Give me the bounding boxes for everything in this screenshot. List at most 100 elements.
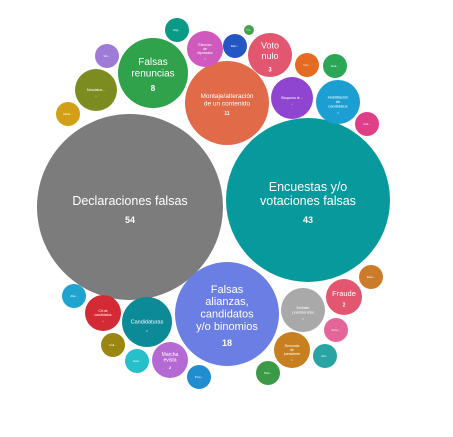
bubble-inte[interactable]: Inte... [355, 112, 379, 136]
bubble-mandatos[interactable]: Mandatos...• [75, 69, 117, 111]
bubble-value-eleccion-de-diputados: • [204, 57, 206, 61]
bubble-label-foro: Foro... [332, 328, 341, 332]
bubble-label-candidaturas: Candidaturas [131, 320, 164, 326]
bubble-circle-elig[interactable] [165, 18, 189, 42]
bubble-label-eva: Eva... [331, 64, 339, 68]
bubble-circle-cor[interactable] [295, 53, 319, 77]
bubble-value-bloqueos-te: • [291, 102, 292, 106]
bubble-circle-foro[interactable] [324, 318, 348, 342]
bubble-label-vio: Vio... [104, 54, 111, 58]
bubble-circle-debate-presidencial[interactable] [281, 288, 325, 332]
bubble-foro[interactable]: Foro... [324, 318, 348, 342]
bubble-circle-mandatos[interactable] [75, 69, 117, 111]
bubble-label-inte: Inte... [363, 122, 371, 126]
bubble-cor[interactable]: Cor... [295, 53, 319, 77]
bubble-label-pub: Pub... [246, 30, 252, 32]
bubble-label-ent: Ent... [321, 354, 328, 358]
bubble-elig[interactable]: Elig... [165, 18, 189, 42]
bubble-circle-proy[interactable] [187, 365, 211, 389]
bubble-circle-declaraciones-falsas[interactable] [37, 114, 223, 300]
bubble-circle-marcha-evista[interactable] [152, 342, 188, 378]
bubble-circle-esta[interactable] [359, 265, 383, 289]
bubble-circle-part[interactable] [256, 361, 280, 385]
bubble-circle-fall[interactable] [101, 333, 125, 357]
bubble-circle-eleccion-de-diputados[interactable] [187, 31, 223, 67]
bubble-value-falsas-alianzas-candidatos-y-o-binomios: 18 [222, 338, 232, 348]
bubble-label-part: Part... [264, 371, 272, 375]
bubble-circle-hab[interactable] [125, 349, 149, 373]
bubble-vio[interactable]: Vio... [95, 44, 119, 68]
bubble-elec[interactable]: Elec... [223, 34, 247, 58]
bubble-label-declaraciones-falsas: Declaraciones falsas [72, 194, 187, 208]
bubble-proy[interactable]: Proy... [187, 365, 211, 389]
bubble-label-alia: Alia... [70, 294, 78, 298]
bubble-declaraciones-falsas[interactable]: Declaraciones falsas 54 [37, 114, 223, 300]
bubble-value-voto-nulo: 3 [268, 68, 272, 74]
bubble-circle-voto-nulo[interactable] [248, 33, 292, 77]
bubble-label-bloqueos-te: Bloqueos te... [281, 96, 302, 100]
bubble-circle-pub[interactable] [244, 25, 254, 35]
bubble-circle-fraude[interactable] [326, 279, 362, 315]
bubble-circle-alia[interactable] [62, 284, 86, 308]
bubble-esta[interactable]: Esta... [359, 265, 383, 289]
bubble-circle-habilitacion-de-candidatos[interactable] [316, 80, 360, 124]
bubble-circle-renuncia-de-presidente[interactable] [274, 332, 310, 368]
bubble-value-candidaturas: • [146, 328, 148, 333]
bubble-circle-falsas-alianzas-candidatos-y-o-binomios[interactable] [175, 262, 279, 366]
bubble-value-montaje-alteracion-de-un-contenido: 11 [224, 111, 230, 117]
bubble-eva[interactable]: Eva... [323, 54, 347, 78]
bubble-value-falsas-renuncias: 8 [151, 84, 156, 93]
bubble-label-fall: Fall... [109, 343, 117, 347]
bubble-circle-montaje-alteracion-de-un-contenido[interactable] [185, 61, 269, 145]
bubble-dista[interactable]: Dista... [56, 102, 80, 126]
bubble-part[interactable]: Part... [256, 361, 280, 385]
bubble-circle-inte[interactable] [355, 112, 379, 136]
bubble-value-declaraciones-falsas: 54 [125, 215, 135, 225]
bubble-pub[interactable]: Pub... [244, 25, 254, 35]
bubble-value-marcha-evista: 2 [169, 365, 172, 370]
bubble-label-hab: Hab... [133, 359, 141, 363]
bubble-circle-encuestas-y-o-votaciones-falsas[interactable] [226, 118, 390, 282]
bubble-fall[interactable]: Fall... [101, 333, 125, 357]
bubble-bloqueos-te[interactable]: Bloqueos te... • [271, 77, 313, 119]
bubble-candidaturas[interactable]: Candidaturas • [122, 297, 172, 347]
bubble-circle-vio[interactable] [95, 44, 119, 68]
bubble-circle-falsas-renuncias[interactable] [118, 38, 188, 108]
bubble-label-dista: Dista... [63, 112, 73, 116]
bubble-circle-eva[interactable] [323, 54, 347, 78]
bubble-label-esta: Esta... [367, 275, 376, 279]
bubble-circle-ent[interactable] [313, 344, 337, 368]
bubble-alia[interactable]: Alia... [62, 284, 86, 308]
bubble-value-renuncia-de-presidente: • [291, 358, 293, 362]
bubble-circle-elec[interactable] [223, 34, 247, 58]
bubble-label-mandatos: Mandatos... [87, 88, 105, 92]
bubble-circle-candidaturas[interactable] [122, 297, 172, 347]
bubble-circle-bloqueos-te[interactable] [271, 77, 313, 119]
bubble-circle-dista[interactable] [56, 102, 80, 126]
bubble-circle-cit-de-candidatos[interactable] [85, 295, 121, 331]
bubble-ent[interactable]: Ent... [313, 344, 337, 368]
bubble-hab[interactable]: Hab... [125, 349, 149, 373]
bubble-label-elec: Elec... [231, 44, 240, 48]
